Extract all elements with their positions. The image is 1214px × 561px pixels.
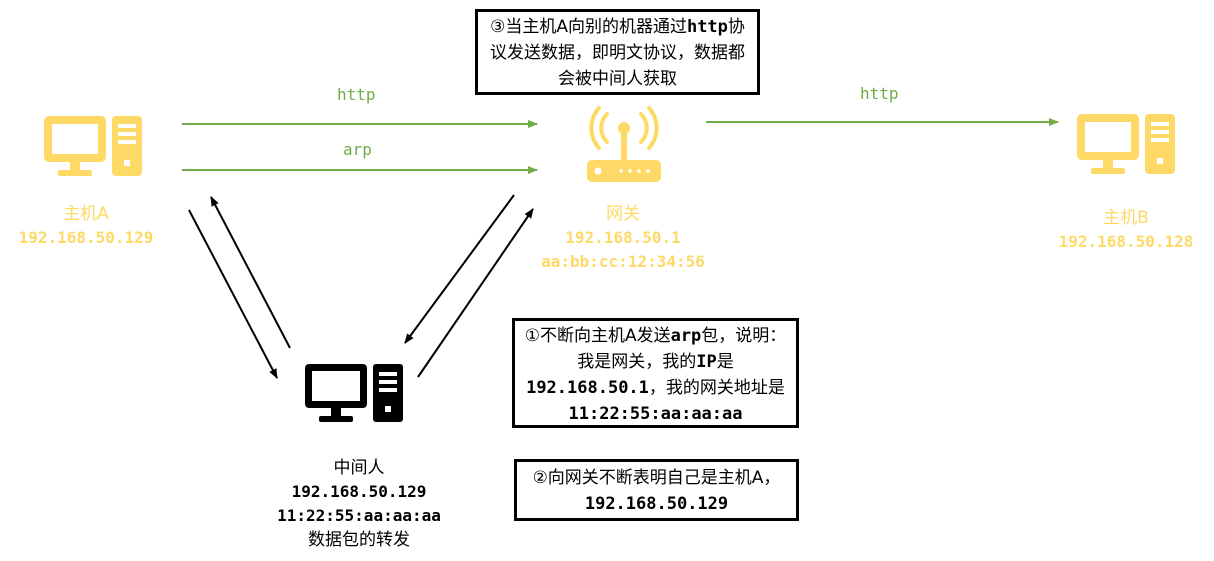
note-step1-fake-mac: 11:22:55:aa:aa:aa — [568, 404, 743, 424]
note-step3-text-1: ③当主机A向别的机器通过 — [490, 17, 687, 37]
host-b-name: 主机B — [1103, 208, 1149, 228]
gateway-label: 网关 192.168.50.1 aa:bb:cc:12:34:56 — [522, 202, 724, 274]
mitm-mac: 11:22:55:aa:aa:aa — [277, 506, 441, 525]
host-b-label: 主机B 192.168.50.128 — [1040, 206, 1212, 254]
edge-label-http-gateway-b: http — [860, 84, 899, 103]
note-step1-arp: arp — [670, 326, 702, 346]
arrow-a-to-mitm — [188, 209, 278, 379]
edge-label-arp-a-gateway: arp — [343, 140, 372, 159]
note-step1-text-1: ①不断向主机A发送 — [524, 326, 671, 346]
note-step3-protocol: http — [686, 17, 728, 37]
note-step1-gateway-ip: 192.168.50.1 — [526, 378, 649, 398]
mitm-forwarding-note: 数据包的转发 — [308, 530, 410, 550]
host-b-ip: 192.168.50.128 — [1058, 232, 1194, 251]
mitm-ip: 192.168.50.129 — [291, 482, 427, 501]
note-step1-text-4: ，我的网关地址是 — [648, 378, 785, 398]
arrow-mitm-to-gateway — [417, 208, 534, 378]
note-step1-text-3: 是 — [716, 352, 734, 372]
gateway-name: 网关 — [606, 204, 640, 224]
edge-label-http-a-gateway: http — [337, 85, 376, 104]
host-a-computer-icon — [44, 116, 142, 176]
gateway-ip: 192.168.50.1 — [565, 228, 681, 247]
note-step2-ip: 192.168.50.129 — [584, 494, 729, 514]
mitm-name: 中间人 — [333, 458, 385, 478]
note-step1-ip-word: IP — [696, 352, 717, 372]
note-step3-text-2: 协议发送数据，即明文协议，数据都会被中间人获取 — [490, 17, 745, 89]
host-a-ip: 192.168.50.129 — [18, 228, 154, 247]
note-step2-text-1: ②向网关不断表明自己是主机A， — [532, 468, 781, 488]
note-step3: ③当主机A向别的机器通过http协议发送数据，即明文协议，数据都会被中间人获取 — [475, 9, 760, 95]
note-step1-text-2: 包，说明：我是网关，我的 — [577, 326, 787, 372]
host-a-name: 主机A — [63, 204, 109, 224]
note-step1: ①不断向主机A发送arp包，说明：我是网关，我的IP是 192.168.50.1，… — [512, 318, 799, 428]
gateway-router-icon — [587, 106, 661, 182]
host-a-label: 主机A 192.168.50.129 — [0, 202, 172, 250]
gateway-mac: aa:bb:cc:12:34:56 — [541, 252, 705, 271]
arrow-mitm-to-a — [210, 196, 291, 349]
host-b-computer-icon — [1077, 114, 1175, 174]
arrow-gateway-to-mitm — [404, 194, 515, 344]
mitm-computer-icon — [305, 364, 403, 422]
mitm-label: 中间人 192.168.50.129 11:22:55:aa:aa:aa 数据包… — [254, 456, 464, 552]
note-step2: ②向网关不断表明自己是主机A， 192.168.50.129 — [514, 459, 799, 521]
